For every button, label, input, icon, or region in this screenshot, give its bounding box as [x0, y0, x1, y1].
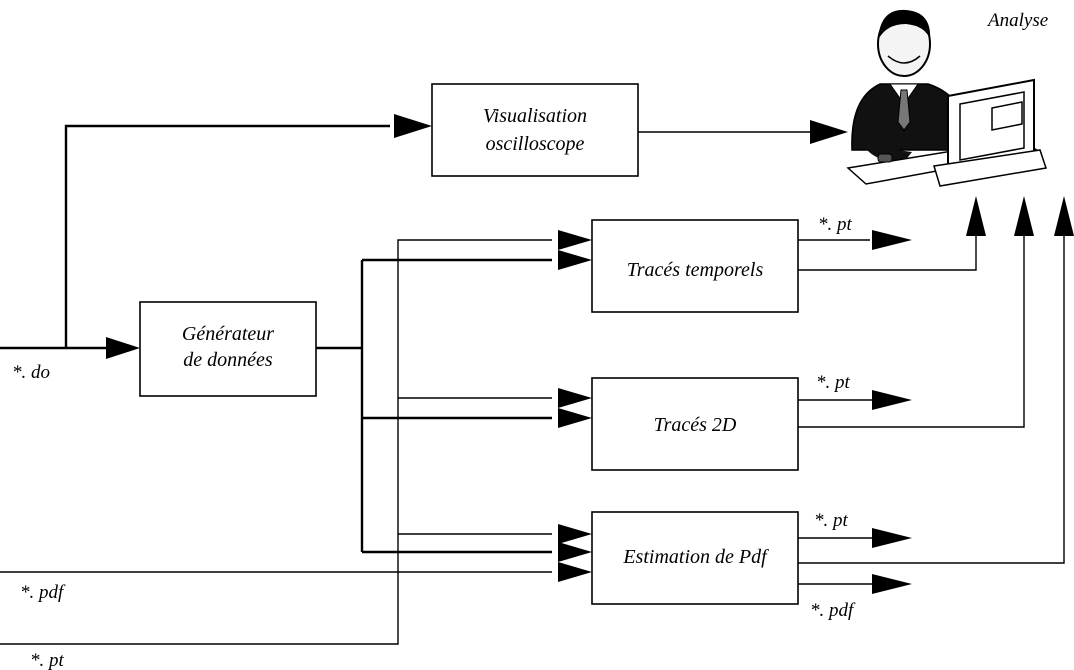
temporels-pt-label: *. pt	[818, 214, 853, 235]
do-to-visualisation-line	[64, 124, 390, 348]
arrowhead	[558, 388, 592, 408]
estimation-to-analyst-line	[798, 230, 1065, 564]
arrowhead	[1054, 196, 1074, 236]
arrowhead	[872, 574, 912, 594]
estimation-pt-label: *. pt	[814, 510, 849, 531]
visualisation-label-line2: oscilloscope	[486, 133, 585, 155]
generateur-label-line1: Générateur	[182, 323, 274, 345]
estimation-pdf-output-label: *. pdf	[810, 600, 856, 621]
traces-2d-block: Tracés 2D	[591, 377, 799, 471]
arrowhead	[558, 542, 592, 562]
arrowhead	[106, 337, 140, 359]
analyse-label: Analyse	[986, 10, 1048, 31]
arrowhead	[394, 114, 432, 138]
arrowhead	[966, 196, 986, 236]
traces-temporels-label: Tracés temporels	[627, 259, 764, 281]
visualisation-label-line1: Visualisation	[483, 105, 587, 127]
arrowhead	[810, 120, 848, 144]
traces2d-pt-label: *. pt	[816, 372, 851, 393]
estimation-pdf-block: Estimation de Pdf	[591, 511, 799, 605]
pdf-input-label: *. pdf	[20, 582, 66, 603]
traces2d-to-analyst-line	[798, 230, 1025, 428]
arrowhead	[1014, 196, 1034, 236]
arrowhead	[558, 408, 592, 428]
estimation-pdf-label: Estimation de Pdf	[622, 546, 769, 568]
arrowhead	[558, 524, 592, 544]
arrowhead	[872, 528, 912, 548]
arrowhead	[872, 230, 912, 250]
generateur-label-line2: de données	[183, 349, 273, 371]
temporels-to-analyst-line	[798, 230, 977, 271]
visualisation-block: Visualisation oscilloscope	[431, 83, 639, 177]
pt-input-label: *. pt	[30, 650, 65, 670]
analyst-at-computer-icon: Analyse	[846, 9, 1048, 187]
do-input-label: *. do	[12, 362, 50, 383]
pt-input-bus-line	[0, 239, 552, 645]
arrowhead	[872, 390, 912, 410]
arrowhead	[558, 230, 592, 250]
traces-temporels-block: Tracés temporels	[591, 219, 799, 313]
generateur-block: Générateur de données	[139, 301, 317, 397]
arrowhead	[558, 562, 592, 582]
traces-2d-label: Tracés 2D	[654, 414, 737, 436]
arrowhead	[558, 250, 592, 270]
